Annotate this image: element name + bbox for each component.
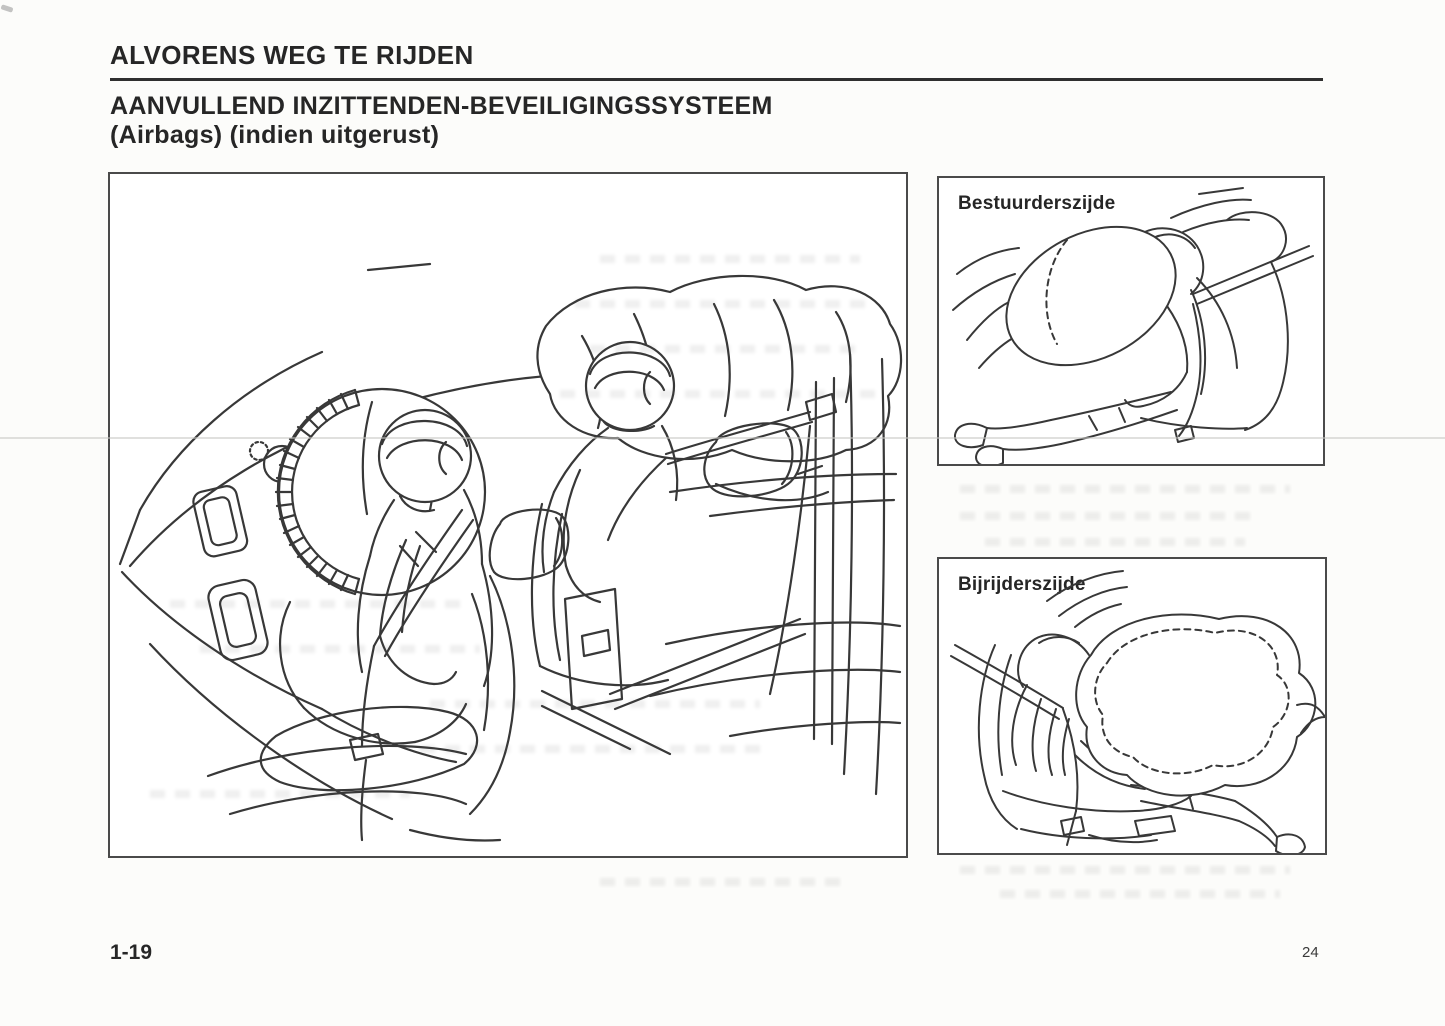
b-pillar-seatbelt-drawing <box>608 354 884 794</box>
ghost-text-row <box>560 390 880 398</box>
motion-lines-drawing <box>1171 188 1251 232</box>
scan-fold-line <box>0 437 1445 439</box>
rear-seat-drawing <box>650 423 900 736</box>
driver-side-illustration <box>939 178 1323 464</box>
ghost-text-row <box>600 255 860 263</box>
ghost-text-row <box>960 512 1260 520</box>
passenger-side-label: Bijrijderszijde <box>958 574 1086 595</box>
passenger-dummy-drawing <box>542 342 677 602</box>
passenger-seat-console-drawing <box>532 504 805 754</box>
ghost-text-row <box>960 866 1290 874</box>
main-figure-box <box>108 172 908 858</box>
passenger-side-illustration <box>939 559 1325 853</box>
ghost-text-row <box>985 538 1245 546</box>
driver-side-figure-box: Bestuurderszijde <box>937 176 1325 466</box>
page-number-section: 1-19 <box>110 941 153 964</box>
ghost-text-row <box>170 600 470 608</box>
chapter-header: ALVORENS WEG TE RIJDEN <box>110 40 474 70</box>
dash-sketch-drawing <box>953 248 1019 368</box>
passenger-side-figure-box: Bijrijderszijde <box>937 557 1327 855</box>
airbag-drawing <box>1076 615 1325 796</box>
section-title-line2: (Airbags) (indien uitgerust) <box>110 121 440 149</box>
driver-seat-drawing <box>150 510 568 841</box>
driver-side-label: Bestuurderszijde <box>958 193 1116 214</box>
seatbelt-drawing <box>1175 246 1313 442</box>
ghost-text-row <box>430 700 760 708</box>
airbag-drawing <box>982 199 1199 393</box>
ghost-text-row <box>600 878 850 886</box>
header-rule <box>110 78 1323 81</box>
motion-lines-drawing <box>1047 571 1127 627</box>
ghost-text-row <box>420 745 760 753</box>
main-illustration <box>110 174 906 856</box>
section-title-line1: AANVULLEND INZITTENDEN-BEVEILIGINGSSYSTE… <box>110 92 773 120</box>
ghost-text-row <box>150 790 410 798</box>
seatbelt-drawing <box>951 645 1084 845</box>
scan-artifact-mark <box>0 4 14 13</box>
seat-drawing <box>1141 212 1288 430</box>
page-number-folio: 24 <box>1302 944 1319 961</box>
ghost-text-row <box>200 645 480 653</box>
ghost-text-row <box>1000 890 1280 898</box>
ghost-text-row <box>960 485 1290 493</box>
ghost-text-row <box>590 345 860 353</box>
ghost-text-row <box>575 300 875 308</box>
